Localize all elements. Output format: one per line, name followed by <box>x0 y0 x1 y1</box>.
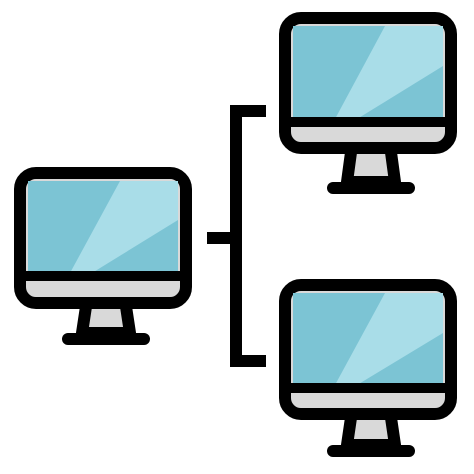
connector-bracket <box>207 105 266 367</box>
connector-branch <box>230 105 266 367</box>
computer-bottom-right-icon <box>279 279 457 457</box>
computer-top-right-icon <box>279 12 457 194</box>
computer-left-icon <box>14 167 192 345</box>
screen-glare <box>70 181 178 273</box>
screen-glare <box>335 26 443 119</box>
screen-glare <box>335 293 443 385</box>
